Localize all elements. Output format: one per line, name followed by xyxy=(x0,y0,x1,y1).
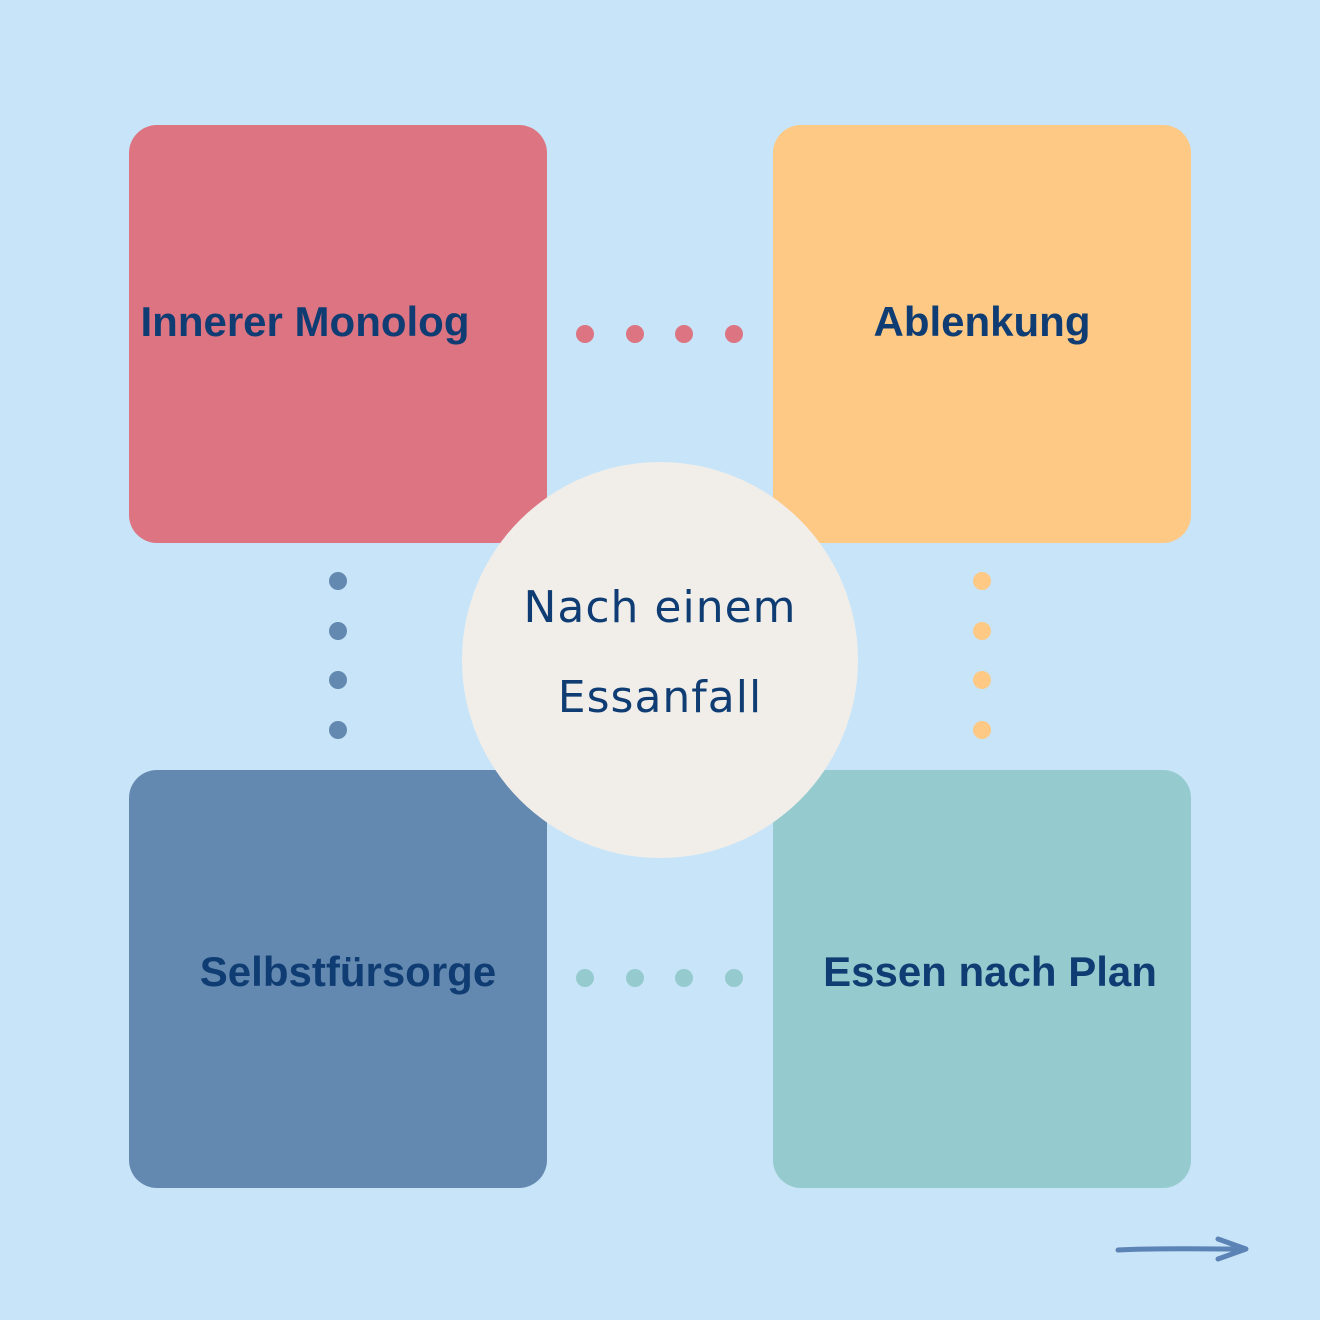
center-label-line-1: Nach einem xyxy=(523,582,797,633)
connector-dot-left xyxy=(329,721,347,739)
connector-dot-bottom xyxy=(725,969,743,987)
connector-dot-bottom xyxy=(576,969,594,987)
connector-dot-right xyxy=(973,721,991,739)
connector-dot-top xyxy=(576,325,594,343)
box-label-ablenkung: Ablenkung xyxy=(873,298,1091,345)
connector-dot-bottom xyxy=(626,969,644,987)
center-circle: Nach einem Essanfall xyxy=(462,462,858,858)
connector-dot-left xyxy=(329,572,347,590)
connector-dot-right xyxy=(973,671,991,689)
center-label-line-2: Essanfall xyxy=(557,672,763,723)
connector-dot-top xyxy=(626,325,644,343)
connector-dot-right xyxy=(973,622,991,640)
connector-dot-bottom xyxy=(675,969,693,987)
box-selbstfuersorge: Selbstfürsorge xyxy=(129,770,547,1188)
box-ablenkung: Ablenkung xyxy=(773,125,1191,543)
next-arrow-icon[interactable] xyxy=(1114,1234,1254,1264)
connector-dot-right xyxy=(973,572,991,590)
connector-dot-left xyxy=(329,622,347,640)
box-label-innerer-monolog: Innerer Monolog xyxy=(140,298,470,345)
connector-dot-left xyxy=(329,671,347,689)
connector-dot-top xyxy=(725,325,743,343)
box-essen-nach-plan: Essen nach Plan xyxy=(773,770,1191,1188)
connector-dot-top xyxy=(675,325,693,343)
box-label-essen-nach-plan: Essen nach Plan xyxy=(823,948,1157,995)
box-label-selbstfuersorge: Selbstfürsorge xyxy=(199,948,497,995)
box-innerer-monolog: Innerer Monolog xyxy=(129,125,547,543)
